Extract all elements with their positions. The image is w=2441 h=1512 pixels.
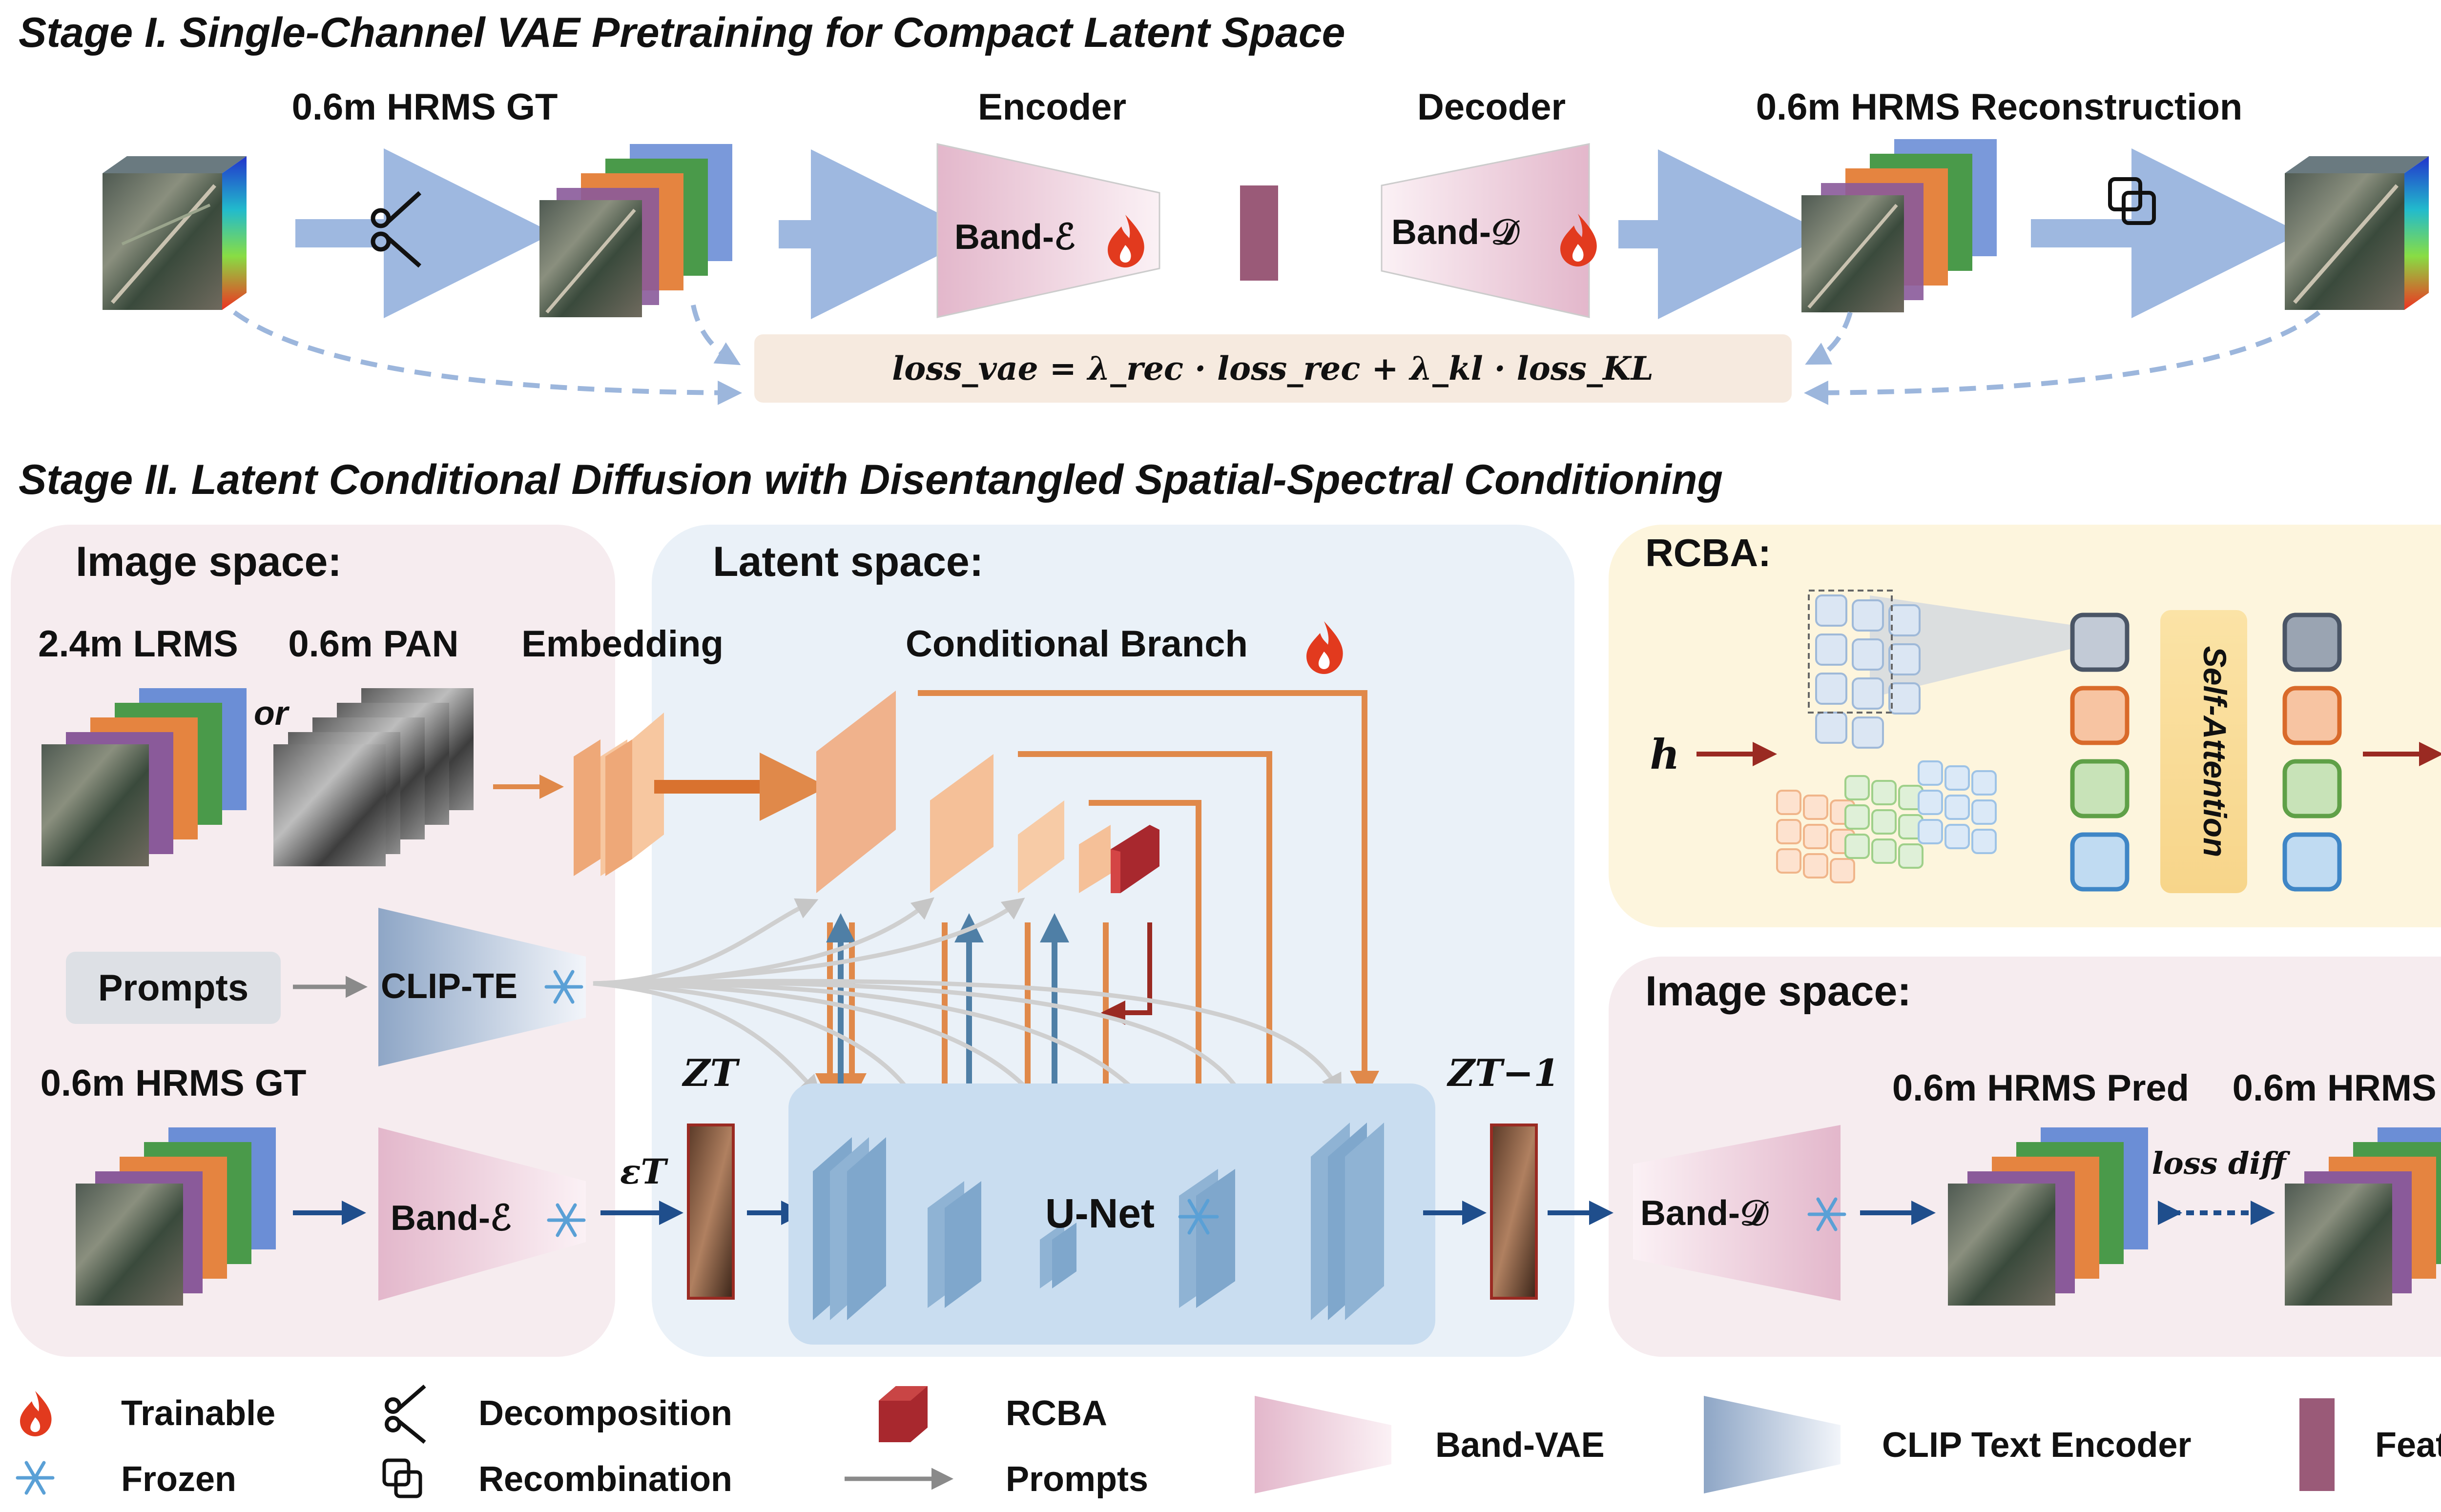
flame-icon (1560, 214, 1597, 266)
cond-block-4 (1079, 825, 1111, 893)
zt1-label: ZT−1 (1447, 1051, 1560, 1095)
band-decoder-stage1 (1381, 143, 1590, 318)
skip-line-1 (918, 690, 1379, 1100)
encoder-label: Encoder (978, 86, 1126, 128)
legend-frozen: Frozen (121, 1460, 236, 1499)
cond-block-2 (930, 754, 993, 893)
legend-clip-text-encoder: CLIP Text Encoder (1882, 1426, 2191, 1465)
conditional-branch-label: Conditional Branch (906, 623, 1248, 665)
vae-loss-box (754, 334, 1792, 403)
skip-line-2 (1018, 751, 1284, 1127)
epsilon-label: εT (620, 1151, 669, 1192)
snowflake-icon (16, 1461, 55, 1495)
stage1-title: Stage I. Single-Channel VAE Pretraining … (19, 9, 1345, 56)
band-encoder-stage1-label: Band-ℰ (954, 218, 1076, 257)
band-decoder-stage2-label: Band-𝒟 (1640, 1194, 1769, 1233)
decoder-label: Decoder (1417, 86, 1566, 128)
pan-label: 0.6m PAN (288, 623, 458, 665)
latent-space-label: Latent space: (713, 538, 983, 585)
gt2-band-stack (2285, 1127, 2441, 1306)
snowflake-icon (1807, 1197, 1846, 1231)
lrms-band-stack (41, 688, 247, 866)
snowflake-icon (544, 970, 583, 1004)
band-decoder-stage1-label: Band-𝒟 (1391, 213, 1520, 252)
lrms-label: 2.4m LRMS (38, 623, 238, 665)
stage2-title: Stage II. Latent Conditional Diffusion w… (19, 456, 1723, 503)
flame-icon (1306, 621, 1343, 674)
features-legend-icon (2299, 1398, 2335, 1491)
legend-recombination: Recombination (478, 1460, 732, 1499)
rcba-token-grid (1776, 590, 2070, 883)
rcba-block (1111, 825, 1159, 893)
image-space-label: Image space: (76, 538, 342, 585)
clip-legend-icon (1704, 1396, 1841, 1493)
loss-diff-label: loss diff (2152, 1145, 2291, 1181)
rcba-legend-icon (879, 1386, 928, 1442)
image-space-2-label: Image space: (1645, 968, 1911, 1015)
legend-trainable: Trainable (121, 1394, 275, 1433)
clip-te-label: CLIP-TE (381, 967, 517, 1006)
pred-label: 0.6m HRMS Pred (1892, 1067, 2189, 1109)
unet-label: U-Net (1045, 1190, 1155, 1236)
stage2-gt-label: 0.6m HRMS GT (41, 1062, 307, 1104)
self-attention-label: Self-Attention (2197, 646, 2233, 858)
rcba-token-column-out (2282, 613, 2342, 892)
latent-feature (1240, 185, 1278, 281)
legend-band-vae: Band-VAE (1435, 1426, 1605, 1465)
band-vae-legend-icon (1255, 1396, 1391, 1493)
recombination-icon (382, 1458, 422, 1498)
embedding-block (574, 713, 664, 876)
clip-text-encoder (378, 908, 586, 1066)
hrms-cube-output (2285, 156, 2429, 310)
zt1-latent (1490, 1124, 1538, 1300)
prompts-box (66, 952, 281, 1024)
band-encoder-stage1 (936, 143, 1160, 318)
legend-rcba: RCBA (1006, 1394, 1107, 1433)
band-decoder-stage2 (1633, 1125, 1841, 1301)
zt-latent (687, 1124, 735, 1300)
band-stack-recon (1801, 139, 1997, 312)
scissors-icon (371, 191, 422, 268)
legend-decomposition: Decomposition (478, 1394, 732, 1433)
hrms-cube-input (103, 156, 247, 310)
vae-loss-formula: loss_vae = λ_rec · loss_rec + λ_kl · los… (892, 349, 1654, 388)
hrms-gt-band-stack (76, 1127, 276, 1306)
legend-features: Features (2375, 1426, 2441, 1465)
band-encoder-stage2-label: Band-ℰ (391, 1199, 512, 1238)
cond-block-3 (1018, 800, 1064, 893)
legend-prompts: Prompts (1006, 1460, 1148, 1499)
snowflake-icon (1178, 1199, 1219, 1235)
band-encoder-stage2 (378, 1127, 586, 1301)
self-attention-box (2160, 610, 2247, 893)
zt-label: ZT (682, 1051, 740, 1095)
rcba-token-column-in (2070, 613, 2130, 892)
loss-dash-right (1804, 310, 2321, 405)
pan-image-stack (273, 688, 474, 866)
loss-dash-gt (691, 305, 741, 366)
reconstruction-label: 0.6m HRMS Reconstruction (1756, 86, 2243, 128)
loss-dash-recon (1805, 311, 1853, 365)
embedding-label: Embedding (521, 623, 724, 665)
prompts-label: Prompts (98, 967, 248, 1009)
or-label: or (254, 694, 290, 732)
pred-band-stack (1948, 1127, 2148, 1306)
rcba-feedback-arrow (1101, 922, 1152, 1025)
loss-dash-left (233, 310, 742, 405)
flame-icon (1108, 215, 1144, 267)
gt2-label: 0.6m HRMS GT (2233, 1067, 2441, 1109)
band-stack-gt (539, 144, 732, 317)
skip-line-3 (1089, 800, 1213, 1156)
scissors-icon (385, 1384, 426, 1444)
rcba-h-label: h (1650, 730, 1679, 778)
rcba-title: RCBA: (1645, 531, 1771, 574)
cond-block-1 (816, 691, 896, 893)
snowflake-icon (547, 1203, 586, 1237)
flame-icon (20, 1391, 52, 1436)
recombination-icon (2108, 177, 2156, 225)
stage1-gt-label: 0.6m HRMS GT (292, 86, 558, 128)
